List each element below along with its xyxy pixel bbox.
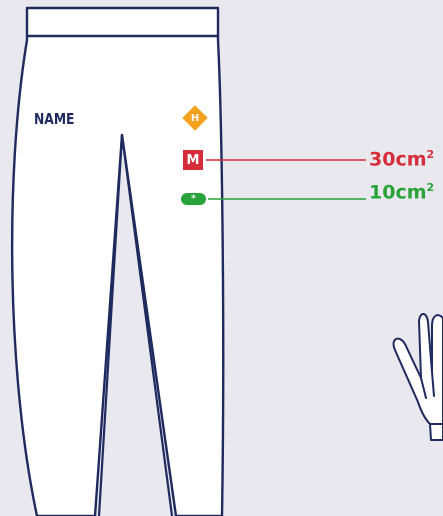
s-size-label: 10cm2 bbox=[369, 181, 434, 203]
m-badge: M bbox=[183, 150, 203, 170]
glove-icon bbox=[394, 314, 443, 440]
s-size-exponent: 2 bbox=[427, 181, 435, 194]
m-size-value: 30cm bbox=[369, 148, 427, 170]
name-label: NAME bbox=[34, 110, 74, 128]
h-badge-label: H bbox=[186, 109, 204, 127]
s-badge: * bbox=[181, 193, 206, 205]
m-size-exponent: 2 bbox=[427, 148, 435, 161]
pants-outline bbox=[12, 8, 223, 516]
m-size-label: 30cm2 bbox=[369, 148, 434, 170]
s-size-value: 10cm bbox=[369, 181, 427, 203]
